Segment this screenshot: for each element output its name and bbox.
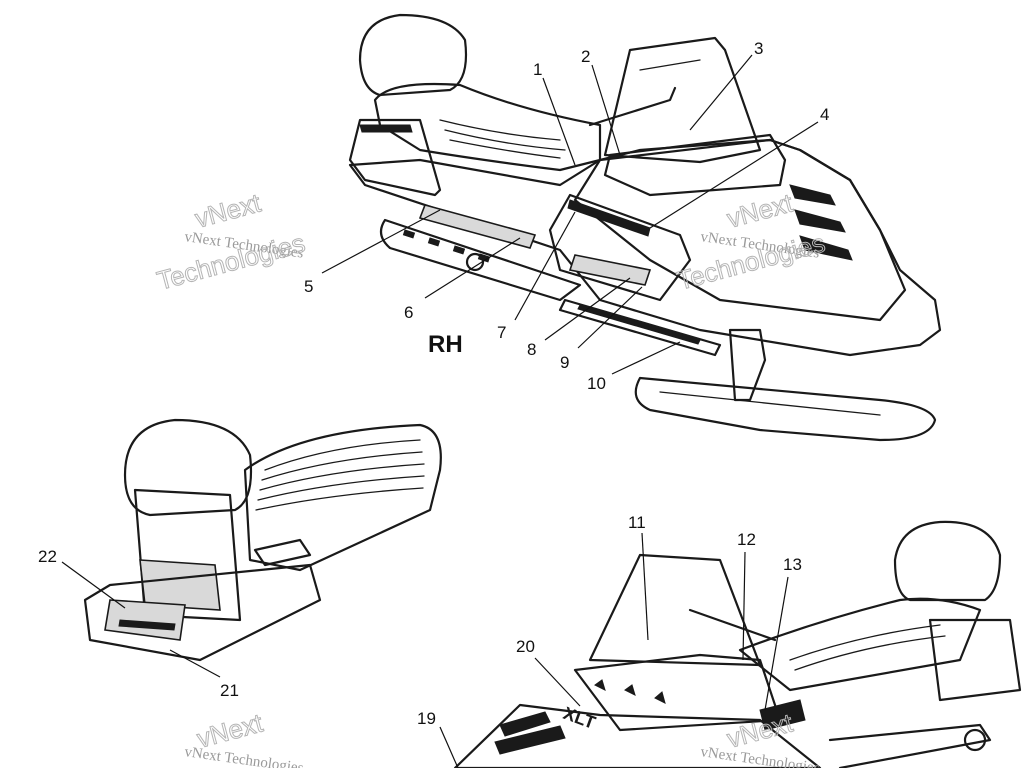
backrest-lower	[893, 520, 1002, 602]
side-label-rh: RH	[428, 331, 463, 358]
callout-10: 10	[587, 374, 606, 393]
idler-wheel	[465, 252, 485, 272]
hood-lower	[453, 703, 822, 768]
seat-pleats	[439, 119, 566, 159]
snowmobile-lh-view: XLT	[453, 520, 1022, 768]
dashboard	[603, 133, 787, 197]
hood-model-decal: XLT	[561, 703, 599, 733]
hood-vents	[789, 184, 853, 261]
callout-22: 22	[38, 547, 57, 566]
callout-12: 12	[737, 530, 756, 549]
rear-rack-lower	[928, 618, 1022, 702]
running-board-decal	[577, 304, 701, 345]
hood	[573, 138, 907, 322]
seat-cushion	[243, 423, 442, 572]
ski-spindle	[728, 328, 767, 402]
dashboard-lower	[573, 653, 782, 732]
callout-11: 11	[628, 513, 646, 532]
rear-grab-bar-decal	[359, 124, 413, 133]
callout-7: 7	[497, 323, 506, 342]
seat-cushion-pleats	[255, 439, 425, 511]
callout-19: 19	[417, 709, 436, 728]
seat	[373, 82, 602, 172]
side-decal-stripe	[568, 254, 652, 286]
callout-13: 13	[783, 555, 802, 574]
callout-5: 5	[304, 277, 313, 296]
seat-backrest	[123, 418, 253, 517]
seat-lower	[738, 597, 982, 692]
callout-labels: 1 2 3 4 5 6 7 8 9 10 11 12 13 19 20 21 2…	[38, 39, 829, 728]
watermark-brand-top-2: vNext	[724, 187, 797, 233]
watermark-brand-top-3: vNext	[194, 707, 267, 753]
dash-indicators	[594, 679, 666, 704]
watermark-brand-top-1: vNext	[192, 187, 265, 233]
running-board	[558, 298, 722, 357]
seat-latch	[253, 538, 312, 567]
callout-3: 3	[754, 39, 763, 58]
watermark-brand-top-4: vNext	[724, 707, 797, 753]
snowmobile-rh-view	[348, 13, 942, 442]
handlebar	[588, 86, 677, 127]
side-decal-logo	[567, 199, 651, 237]
rear-rack	[348, 118, 442, 197]
hood-vents-lower	[494, 711, 566, 755]
backrest	[358, 13, 468, 97]
callout-2: 2	[581, 47, 590, 66]
handlebar-lower	[688, 608, 777, 642]
side-decal-lower	[759, 699, 806, 731]
windshield	[603, 36, 762, 164]
tunnel-decal-5	[418, 204, 537, 249]
bumper-decal-21	[118, 619, 176, 631]
windshield-lower	[588, 553, 762, 667]
callout-8: 8	[527, 340, 536, 359]
watermarks: vNext Technologies vNext Technologies vN…	[153, 187, 828, 768]
side-panel	[548, 193, 692, 302]
bumper-decal-22	[104, 599, 186, 641]
seat-frame-panel	[139, 559, 221, 611]
callout-21: 21	[220, 681, 239, 700]
callout-4: 4	[820, 105, 829, 124]
rear-bumper	[83, 563, 322, 662]
callout-9: 9	[560, 353, 569, 372]
idler-wheel-lower	[963, 728, 987, 752]
track-lower	[828, 723, 992, 768]
watermark-company-4: vNext Technologies	[699, 744, 820, 768]
seat-lower-pleats	[789, 624, 946, 671]
callout-20: 20	[516, 637, 535, 656]
front-ski	[634, 376, 937, 442]
seat-detail-view	[83, 418, 442, 662]
callout-6: 6	[404, 303, 413, 322]
leader-lines	[61, 54, 819, 768]
callout-1: 1	[533, 60, 542, 79]
